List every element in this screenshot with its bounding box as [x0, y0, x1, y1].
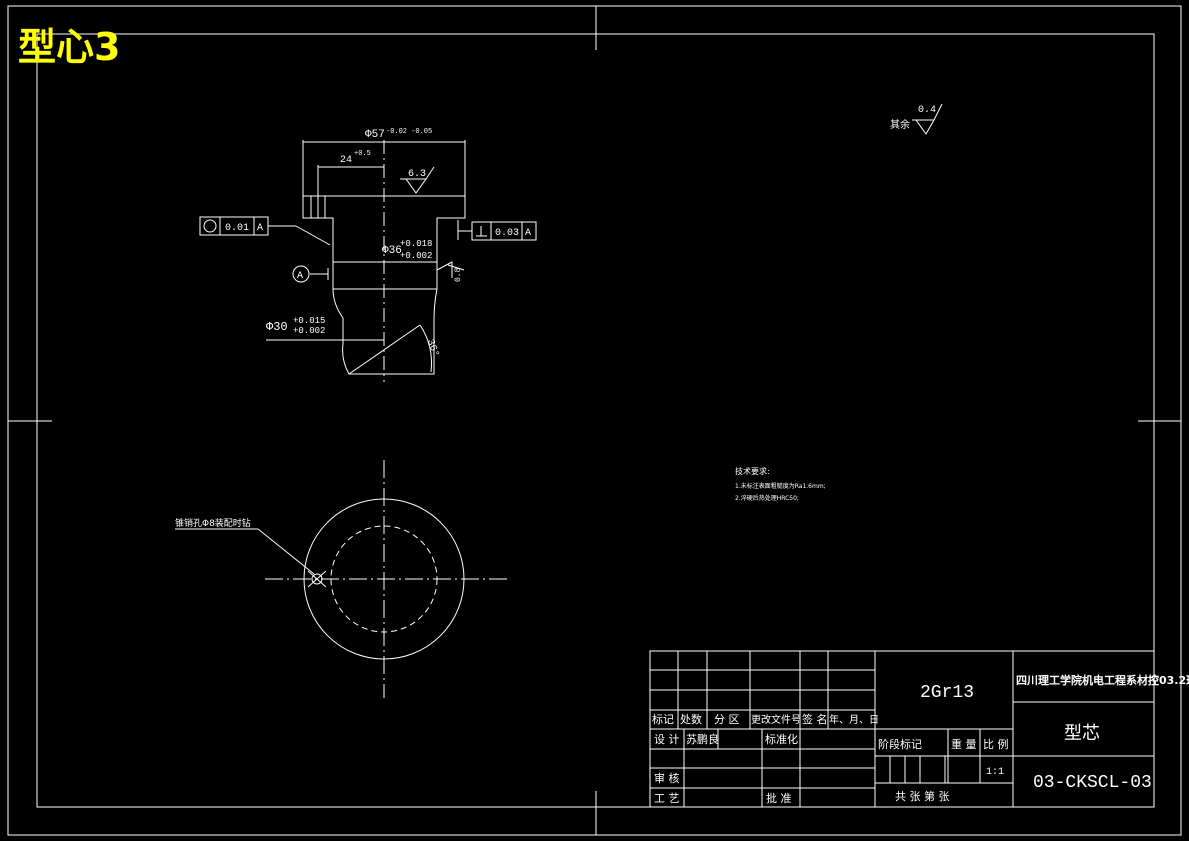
- tech-req-title: 技术要求:: [735, 466, 770, 476]
- approve-label: 批 准: [766, 791, 792, 805]
- roughness-rest-label: 其余: [890, 118, 910, 131]
- dim-step-tol: +0.5: [354, 150, 371, 158]
- title-block-texts: 标记 处数 分 区 更改文件号 签 名 年、月、日 设 计 苏鹏良 标准化 审 …: [652, 673, 1189, 805]
- roughness-rest: 其余 0.4: [890, 104, 942, 134]
- dim-spigot: Φ30: [266, 320, 288, 334]
- tolerance-right-datum: A: [525, 228, 531, 239]
- tolerance-frame-right: 0.03 A: [472, 222, 536, 240]
- dimension-lines: [266, 140, 472, 340]
- datum-a-label: A: [297, 271, 303, 282]
- dim-angle: 36°: [424, 338, 441, 359]
- tolerance-frame-left: 0.01 A: [200, 217, 268, 235]
- design-label: 设 计: [654, 733, 680, 746]
- tolerance-left-datum: A: [257, 223, 263, 234]
- roughness-side-value: 0.8: [454, 267, 463, 282]
- concentricity-icon: [204, 220, 216, 232]
- roughness-rest-value: 0.4: [918, 105, 936, 116]
- dim-bore-tol-lower: +0.002: [400, 251, 432, 261]
- part-name: 型芯: [1064, 723, 1100, 744]
- header-count: 处数: [680, 713, 702, 726]
- header-mark: 标记: [652, 712, 674, 726]
- scale-value: 1:1: [986, 767, 1004, 778]
- roughness-top-value: 6.3: [408, 169, 426, 180]
- dim-spigot-tol-upper: +0.015: [293, 316, 325, 326]
- standard-label: 标准化: [765, 732, 798, 746]
- hole-note: 锥销孔Φ8装配时钻: [175, 517, 251, 529]
- top-view: [175, 460, 510, 698]
- drawing-number: 03-CKSCL-03: [1033, 773, 1152, 793]
- tech-req-item-1: 1.未标注表面粗糙度为Ra1.6mm;: [735, 482, 826, 490]
- roughness-rest-symbol: [916, 104, 942, 134]
- tolerance-left-value: 0.01: [225, 223, 249, 234]
- material-value: 2Gr13: [920, 683, 974, 703]
- sheet-title: 型心3: [18, 25, 120, 69]
- school-name: 四川理工学院机电工程系材控03.2班: [1016, 673, 1189, 687]
- dim-spigot-tol-lower: +0.002: [293, 326, 325, 336]
- section-dim-texts: Φ57 -0.02 -0.05 24 +0.5 6.3 Φ36 +0.018 +…: [266, 128, 463, 359]
- dim-outer-dia: Φ57: [365, 129, 385, 141]
- section-view: [303, 140, 465, 382]
- process-label: 工 艺: [654, 792, 680, 805]
- header-change-doc: 更改文件号: [751, 713, 801, 726]
- dim-outer-tol: -0.02 -0.05: [386, 128, 432, 136]
- datum-a-circle: [293, 266, 309, 282]
- weight-label: 重 量: [951, 737, 977, 751]
- tech-requirements: 技术要求: 1.未标注表面粗糙度为Ra1.6mm; 2.淬硬后热处理HRC50;: [735, 466, 826, 502]
- scale-label: 比 例: [983, 737, 1009, 751]
- review-label: 审 核: [654, 771, 680, 785]
- designer-name: 苏鹏良: [686, 732, 719, 746]
- header-signature: 签 名: [802, 712, 828, 726]
- title-block: [650, 651, 1154, 807]
- dim-bore-tol-upper: +0.018: [400, 239, 432, 249]
- stage-label: 阶段标记: [878, 737, 922, 751]
- tech-req-item-2: 2.淬硬后热处理HRC50;: [735, 494, 799, 502]
- roughness-symbol-top: [406, 167, 434, 193]
- sheets-label: 共 张 第 张: [895, 789, 950, 803]
- tolerance-right-value: 0.03: [495, 228, 519, 239]
- dim-bore: Φ36: [382, 245, 402, 257]
- header-date: 年、月、日: [829, 713, 879, 726]
- centering-marks: [8, 6, 1181, 835]
- header-zone: 分 区: [714, 713, 740, 726]
- dim-step: 24: [340, 155, 352, 166]
